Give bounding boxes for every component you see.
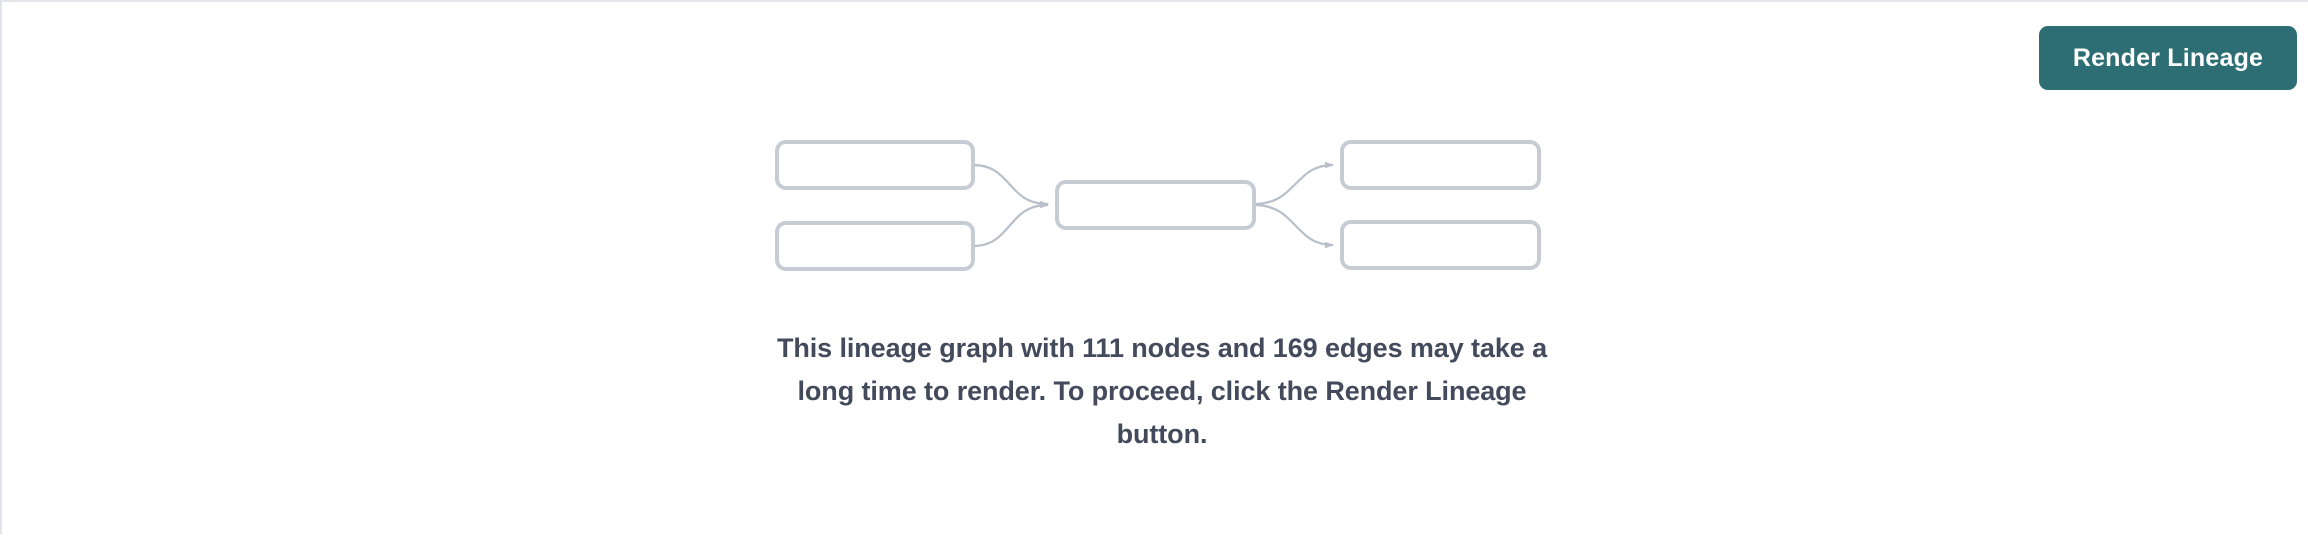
lineage-warning-message: This lineage graph with 111 nodes and 16… [776, 333, 1547, 449]
lineage-node-downstream-1 [1340, 140, 1541, 190]
lineage-edge [972, 201, 1049, 248]
lineage-node-upstream-2 [775, 221, 975, 271]
lineage-node-upstream-1 [775, 140, 975, 190]
lineage-edge [1253, 203, 1334, 249]
lineage-node-downstream-2 [1340, 220, 1541, 270]
render-lineage-button[interactable]: Render Lineage [2039, 26, 2297, 90]
lineage-node-center-1 [1055, 180, 1256, 230]
lineage-edge [1253, 161, 1334, 206]
lineage-edge [972, 163, 1049, 208]
